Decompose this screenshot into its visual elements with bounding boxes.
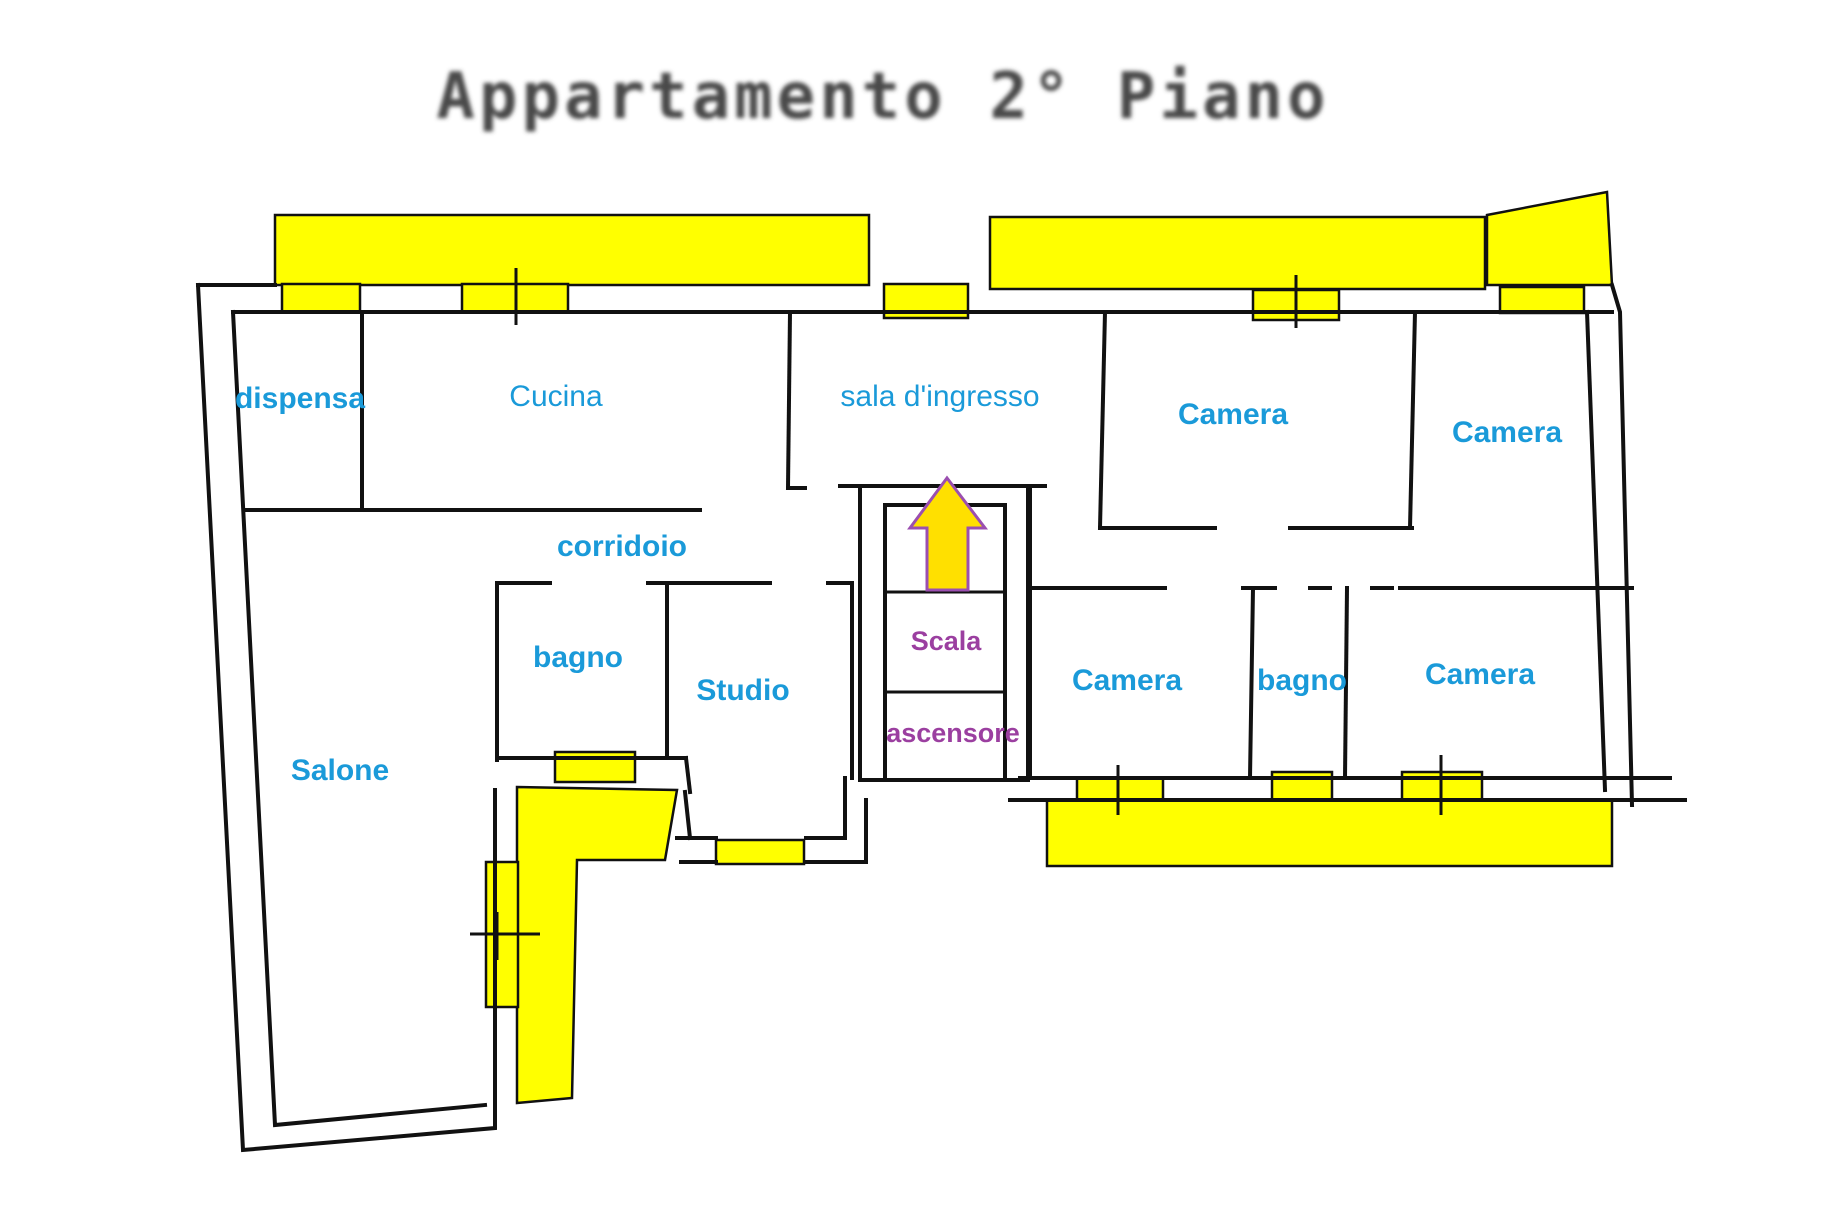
balcony-bottom-right: [1045, 798, 1614, 868]
wall: [1342, 585, 1350, 781]
scala-label: Scala: [911, 626, 983, 656]
room-sala-ingresso-label: sala d'ingresso: [840, 380, 1039, 413]
room-bagno-2-label: bagno: [1257, 664, 1347, 697]
room-camera-1-label: Camera: [1178, 398, 1288, 431]
room-camera-3-label: Camera: [1072, 664, 1182, 697]
balcony-l-shape: [515, 785, 679, 1105]
room-camera-2-label: Camera: [1452, 416, 1562, 449]
wall: [1247, 585, 1256, 781]
wall: [804, 776, 847, 840]
plan-title: Appartamento 2° Piano: [436, 60, 1329, 134]
balcony-top-left: [273, 213, 871, 287]
room-cucina-label: Cucina: [509, 380, 603, 413]
window-studio: [714, 838, 806, 866]
room-dispensa-label: dispensa: [235, 382, 365, 415]
room-camera-4-label: Camera: [1425, 658, 1535, 691]
room-studio-label: Studio: [696, 674, 789, 707]
window-top-5: [1498, 285, 1586, 315]
balcony-top-corner: [1485, 190, 1614, 287]
balcony-top-right: [988, 215, 1487, 291]
arrow-up-icon: [907, 475, 989, 592]
wall: [195, 282, 497, 1153]
wall: [230, 309, 488, 1128]
window-bottom-1: [1075, 776, 1165, 802]
wall: [883, 503, 1007, 782]
room-salone-label: Salone: [291, 754, 389, 787]
wall: [1609, 282, 1635, 808]
wall: [785, 309, 793, 491]
wall: [804, 798, 868, 864]
room-corridoio-label: corridoio: [557, 530, 687, 563]
wall: [683, 755, 693, 795]
ascensore-label: ascensore: [886, 718, 1020, 748]
wall: [1584, 309, 1608, 793]
room-bagno-1-label: bagno: [533, 641, 623, 674]
wall: [1407, 309, 1418, 531]
wall: [1097, 309, 1108, 531]
wall: [682, 789, 693, 841]
window-top-1: [280, 282, 362, 314]
